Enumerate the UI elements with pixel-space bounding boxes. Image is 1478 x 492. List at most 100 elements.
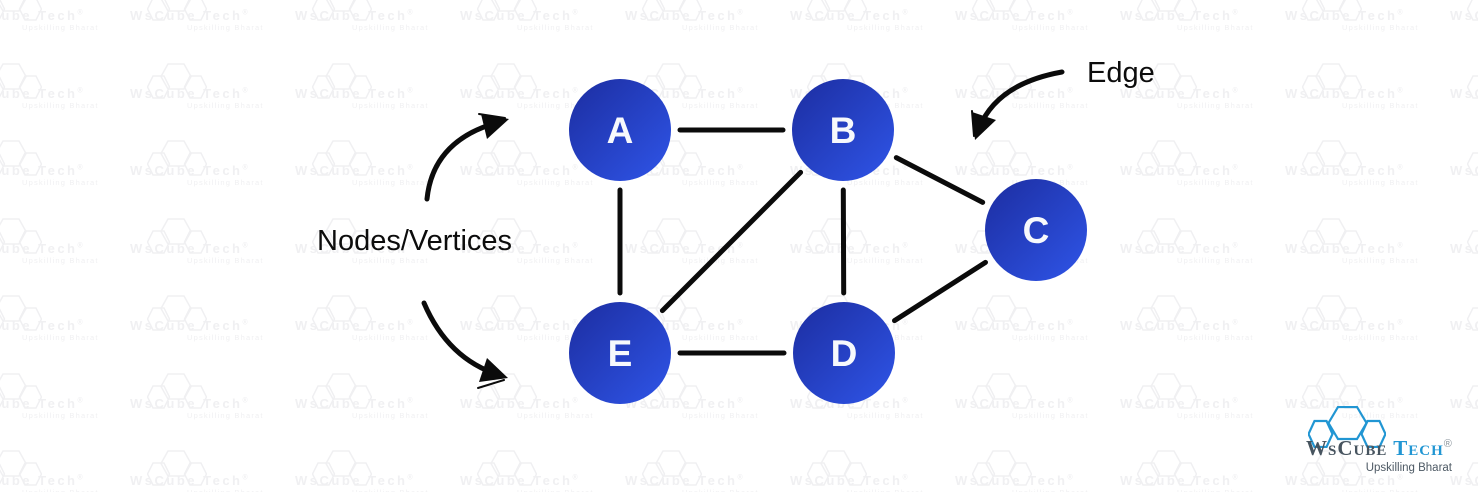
watermark-hexagons-icon bbox=[477, 140, 537, 176]
watermark-tile: WsCube Tech®Upskilling Bharat bbox=[0, 372, 115, 420]
watermark-hexagons-icon bbox=[1137, 217, 1197, 254]
watermark-tile: WsCube Tech®Upskilling Bharat bbox=[460, 295, 610, 342]
watermark-tagline: Upskilling Bharat bbox=[1342, 100, 1419, 110]
watermark-tagline: Upskilling Bharat bbox=[187, 488, 280, 492]
node-label-D: D bbox=[831, 333, 858, 374]
watermark-tile: WsCube Tech®Upskilling Bharat bbox=[460, 217, 610, 265]
watermark-hexagons-icon bbox=[642, 217, 702, 254]
watermark-tile: WsCube Tech®Upskilling Bharat bbox=[1285, 62, 1435, 110]
watermark-tile: WsCube Tech®Upskilling Bharat bbox=[1450, 450, 1478, 492]
watermark-hexagons-icon bbox=[0, 295, 42, 331]
watermark-text: WsCube Tech® bbox=[460, 240, 578, 256]
watermark-tagline: Upskilling Bharat bbox=[682, 410, 759, 420]
watermark-hexagons-icon bbox=[312, 62, 372, 99]
watermark-tagline: Upskilling Bharat bbox=[187, 255, 264, 265]
watermark-hexagons-icon bbox=[1302, 0, 1362, 21]
watermark-tile: WsCube Tech®Upskilling Bharat bbox=[0, 140, 115, 187]
watermark-tile: WsCube Tech®Upskilling Bharat bbox=[130, 62, 280, 110]
watermark-hexagons-icon bbox=[477, 0, 537, 21]
logo-wordmark: WsCube Tech® bbox=[1306, 436, 1466, 461]
watermark-tile: WsCube Tech®Upskilling Bharat bbox=[625, 217, 775, 265]
watermark-hexagons-icon bbox=[0, 62, 42, 99]
watermark-text: WsCube Tech® bbox=[1450, 163, 1478, 178]
watermark-tagline: Upskilling Bharat bbox=[517, 255, 594, 265]
watermark-tile: WsCube Tech®Upskilling Bharat bbox=[295, 140, 445, 187]
watermark-registered-mark: ® bbox=[407, 9, 413, 17]
watermark-hexagons-icon bbox=[1302, 295, 1362, 331]
watermark-text: WsCube Tech® bbox=[130, 240, 248, 256]
watermark-tagline: Upskilling Bharat bbox=[1012, 333, 1089, 342]
watermark-tile: WsCube Tech®Upskilling Bharat bbox=[295, 62, 445, 110]
watermark-tile: WsCube Tech®Upskilling Bharat bbox=[625, 0, 775, 32]
watermark-tile: WsCube Tech®Upskilling Bharat bbox=[1285, 295, 1435, 342]
watermark-registered-mark: ® bbox=[407, 242, 413, 250]
watermark-registered-mark: ® bbox=[902, 319, 908, 327]
watermark-hexagons-icon bbox=[1302, 217, 1362, 254]
watermark-hexagons-icon bbox=[0, 0, 42, 21]
watermark-hexagons-icon bbox=[972, 450, 1032, 486]
watermark-tile: WsCube Tech®Upskilling Bharat bbox=[0, 450, 115, 492]
watermark-text: WsCube Tech® bbox=[625, 395, 743, 411]
watermark-registered-mark: ® bbox=[77, 242, 83, 250]
watermark-hexagons-icon bbox=[1302, 140, 1362, 176]
watermark-text: WsCube Tech® bbox=[1285, 8, 1403, 23]
watermark-tagline: Upskilling Bharat bbox=[1012, 410, 1089, 420]
watermark-text: WsCube Tech® bbox=[1285, 318, 1403, 333]
node-label-E: E bbox=[608, 333, 633, 374]
watermark-registered-mark: ® bbox=[902, 397, 908, 405]
watermark-text: WsCube Tech® bbox=[955, 318, 1073, 333]
watermark-registered-mark: ® bbox=[407, 87, 413, 95]
watermark-registered-mark: ® bbox=[1067, 9, 1073, 17]
watermark-tagline: Upskilling Bharat bbox=[187, 178, 264, 187]
watermark-text: WsCube Tech® bbox=[0, 395, 83, 411]
watermark-registered-mark: ® bbox=[902, 9, 908, 17]
watermark-registered-mark: ® bbox=[572, 474, 578, 482]
watermark-text: WsCube Tech® bbox=[1120, 318, 1238, 333]
watermark-text: WsCube Tech® bbox=[130, 163, 248, 178]
watermark-registered-mark: ® bbox=[572, 242, 578, 250]
watermark-hexagons-icon bbox=[1467, 229, 1478, 254]
watermark-tile: WsCube Tech®Upskilling Bharat bbox=[0, 62, 115, 110]
watermark-tile: WsCube Tech®Upskilling Bharat bbox=[1120, 450, 1270, 492]
watermark-registered-mark: ® bbox=[572, 397, 578, 405]
watermark-registered-mark: ® bbox=[407, 397, 413, 405]
watermark-hexagons-icon bbox=[642, 450, 702, 486]
edge-arrow-head-icon bbox=[972, 112, 996, 140]
watermark-tile: WsCube Tech®Upskilling Bharat bbox=[1450, 0, 1478, 32]
watermark-text: WsCube Tech® bbox=[1450, 473, 1478, 488]
watermark-text: WsCube Tech® bbox=[1120, 163, 1238, 178]
watermark-registered-mark: ® bbox=[1067, 397, 1073, 405]
watermark-hexagons-icon bbox=[312, 450, 372, 486]
watermark-tagline: Upskilling Bharat bbox=[517, 100, 594, 110]
watermark-tagline: Upskilling Bharat bbox=[187, 333, 264, 342]
watermark-tagline: Upskilling Bharat bbox=[517, 333, 594, 342]
watermark-tagline: Upskilling Bharat bbox=[517, 178, 594, 187]
watermark-tagline: Upskilling Bharat bbox=[517, 23, 594, 32]
watermark-hexagons-icon bbox=[1137, 372, 1197, 409]
node-D bbox=[793, 302, 895, 404]
watermark-tile: WsCube Tech®Upskilling Bharat bbox=[295, 217, 445, 265]
watermark-tile: WsCube Tech®Upskilling Bharat bbox=[1120, 62, 1270, 110]
watermark-tagline: Upskilling Bharat bbox=[682, 255, 759, 265]
edge-arrow-flick bbox=[971, 110, 975, 137]
watermark-tagline: Upskilling Bharat bbox=[682, 333, 759, 342]
watermark-text: WsCube Tech® bbox=[295, 8, 413, 23]
watermark-hexagons-icon bbox=[807, 0, 867, 21]
watermark-hexagons-icon bbox=[312, 0, 372, 21]
edge-B-E bbox=[659, 169, 804, 314]
watermark-registered-mark: ® bbox=[1397, 164, 1403, 172]
watermark-tagline: Upskilling Bharat bbox=[22, 333, 99, 342]
nodes-vertices-label: Nodes/Vertices bbox=[317, 225, 512, 257]
watermark-registered-mark: ® bbox=[1232, 319, 1238, 327]
watermark-hexagons-icon bbox=[972, 372, 1032, 409]
watermark-registered-mark: ® bbox=[1397, 87, 1403, 95]
watermark-registered-mark: ® bbox=[1232, 397, 1238, 405]
watermark-tagline: Upskilling Bharat bbox=[847, 178, 924, 187]
watermark-registered-mark: ® bbox=[242, 319, 248, 327]
watermark-hexagons-icon bbox=[147, 372, 207, 409]
watermark-registered-mark: ® bbox=[1232, 474, 1238, 482]
watermark-text: WsCube Tech® bbox=[1120, 8, 1238, 23]
watermark-text: WsCube Tech® bbox=[1120, 85, 1238, 101]
node-C bbox=[985, 179, 1087, 281]
